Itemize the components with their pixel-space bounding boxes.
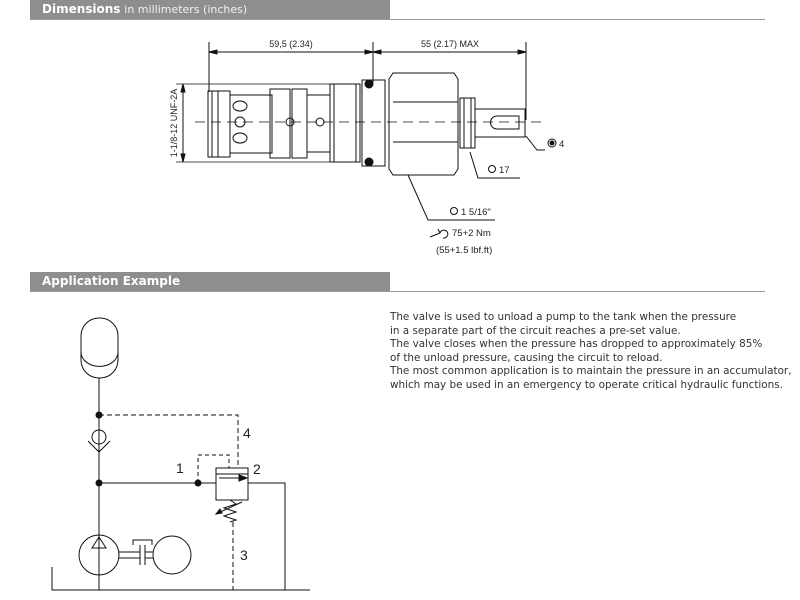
description-line: The most common application is to mainta… — [390, 365, 792, 378]
description-line: The valve closes when the pressure has d… — [390, 338, 763, 351]
length-dimension: 59,5 (2.34) — [269, 39, 313, 49]
description-line: in a separate part of the circuit reache… — [390, 324, 681, 337]
divider — [30, 291, 765, 292]
torque-imperial: (55+1.5 lbf.ft) — [436, 245, 492, 256]
accumulator-icon — [80, 317, 119, 379]
application-header: Application Example — [30, 272, 390, 291]
nut-size: 17 — [499, 165, 510, 176]
unloading-valve-icon — [214, 467, 249, 523]
application-title: Application Example — [42, 274, 181, 288]
torque-wrench-icon — [429, 228, 449, 239]
tank-line — [51, 567, 310, 591]
divider — [30, 19, 765, 20]
hex-size: 1 5/16" — [461, 207, 491, 218]
port-4-label: 4 — [243, 425, 251, 441]
hex-key-size: 4 — [559, 139, 564, 150]
torque-value: 75+2 Nm — [452, 228, 491, 239]
description-line: The valve is used to unload a pump to th… — [390, 311, 737, 323]
description-line: of the unload pressure, causing the circ… — [390, 351, 663, 364]
check-valve-icon — [87, 429, 111, 453]
pump-icon — [78, 534, 120, 576]
application-description: The valve is used to unload a pump to th… — [390, 311, 792, 393]
port-1-label: 1 — [176, 460, 184, 476]
dimensions-header: Dimensions in millimeters (inches) — [30, 0, 390, 19]
dimensions-subtitle: in millimeters (inches) — [124, 3, 248, 16]
dimensions-title: Dimensions — [42, 2, 121, 16]
description-line: which may be used in an emergency to ope… — [390, 378, 783, 391]
max-dimension: 55 (2.17) MAX — [421, 39, 479, 49]
coupling-shaft — [119, 539, 153, 565]
port-2-label: 2 — [253, 461, 261, 477]
thread-label: 1-1/8-12 UNF-2A — [169, 89, 179, 158]
motor-icon — [152, 535, 192, 575]
port-3-label: 3 — [240, 547, 248, 563]
